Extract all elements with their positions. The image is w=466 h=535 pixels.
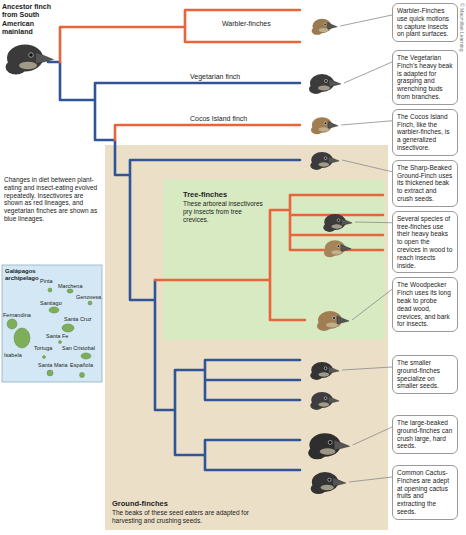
island-name: Española	[70, 362, 93, 369]
lineage-label: Cocos Island finch	[190, 115, 280, 123]
island-name: Santiago	[40, 300, 62, 307]
lineage-label: Vegetarian finch	[190, 73, 280, 81]
callout-box: The Woodpecker Finch uses its long beak …	[392, 277, 458, 332]
leader-line	[352, 289, 392, 320]
callout-box: Several species of tree-finches use thei…	[392, 211, 458, 274]
finch-head	[324, 240, 351, 257]
island-name: Genovesa	[76, 294, 101, 301]
lineage-label: Ancestor finch from South American mainl…	[2, 3, 56, 37]
tree-finch-box: Tree-finchesThese arboreal insectivores …	[163, 180, 385, 340]
map-inset-fill	[2, 265, 102, 382]
callout-box: The Vegetarian Finch's heavy beak is ada…	[392, 50, 458, 105]
box-heading: Ground-finches	[112, 499, 262, 508]
callout-text: The large-beaked ground-finches can crus…	[397, 419, 453, 450]
callout-box: The Sharp-Beaked Ground-Finch uses its t…	[392, 160, 458, 207]
box-heading: Galápagos archipelago	[5, 268, 41, 282]
leader-line	[355, 222, 392, 224]
callout-box: The Cocos Island Finch, like the warbler…	[392, 109, 458, 156]
ground-finch-band-fill	[105, 145, 388, 530]
tree-finch-box-fill	[163, 180, 385, 340]
finch-head	[317, 311, 349, 331]
leader-line	[353, 427, 392, 445]
island-name: Marchena	[58, 283, 82, 290]
finch-head	[6, 45, 54, 75]
callout-box: Warbler-Finches use quick motions to cap…	[392, 3, 458, 42]
finch-head	[310, 362, 339, 380]
leader-line	[344, 62, 392, 83]
island-name: Isabela	[4, 352, 22, 359]
finch-head	[308, 433, 350, 459]
island-name: Pinta	[40, 278, 53, 285]
callout-text: The Sharp-Beaked Ground-Finch uses its t…	[397, 164, 453, 203]
lineage-label: Warbler-finches	[222, 20, 302, 28]
callout-box: The smaller ground-finches specialize on…	[392, 355, 458, 394]
finch-head	[311, 472, 346, 494]
finch-head	[311, 117, 338, 134]
island-name: Santa Fe	[46, 333, 68, 340]
finch-head	[323, 214, 352, 232]
island-name: San Cristobal	[62, 345, 95, 352]
callout-text: The Woodpecker Finch uses its long beak …	[397, 281, 453, 328]
leader-line	[349, 477, 392, 482]
callout-box: Common Cactus-Finches are adept at openi…	[392, 465, 458, 520]
finch-head	[309, 74, 341, 94]
finch-head	[312, 19, 338, 35]
callout-text: The Cocos Island Finch, like the warbler…	[397, 113, 453, 152]
box-heading: Tree-finches	[183, 190, 265, 199]
callout-text: The smaller ground-finches specialize on…	[397, 359, 453, 390]
box-body: These arboreal insectivores pry insects …	[183, 200, 265, 223]
leader-line	[342, 367, 392, 370]
callout-box: The large-beaked ground-finches can crus…	[392, 415, 458, 454]
callout-text: Warbler-Finches use quick motions to cap…	[397, 7, 453, 38]
island-name: Fernandina	[3, 312, 31, 319]
finch-head	[310, 152, 339, 170]
island-name: Santa Cruz	[64, 316, 92, 323]
leader-line	[342, 160, 392, 172]
leader-line	[341, 121, 392, 125]
island-name: Tortuga	[34, 345, 52, 352]
finch-head	[310, 392, 339, 410]
callout-text: Common Cactus-Finches are adept at openi…	[397, 469, 453, 516]
callout-text: Several species of tree-finches use thei…	[397, 215, 453, 270]
callout-text: The Vegetarian Finch's heavy beak is ada…	[397, 54, 453, 101]
ground-finch-band: Ground-finchesThe beaks of these seed ea…	[105, 145, 388, 530]
island-name: Santa Maria	[38, 362, 68, 369]
leader-line	[340, 15, 392, 26]
note-text: Changes in diet between plant-eating and…	[4, 176, 100, 223]
watermark: © Macmillan Learning	[459, 3, 465, 51]
box-body: The beaks of these seed eaters are adapt…	[112, 509, 262, 525]
